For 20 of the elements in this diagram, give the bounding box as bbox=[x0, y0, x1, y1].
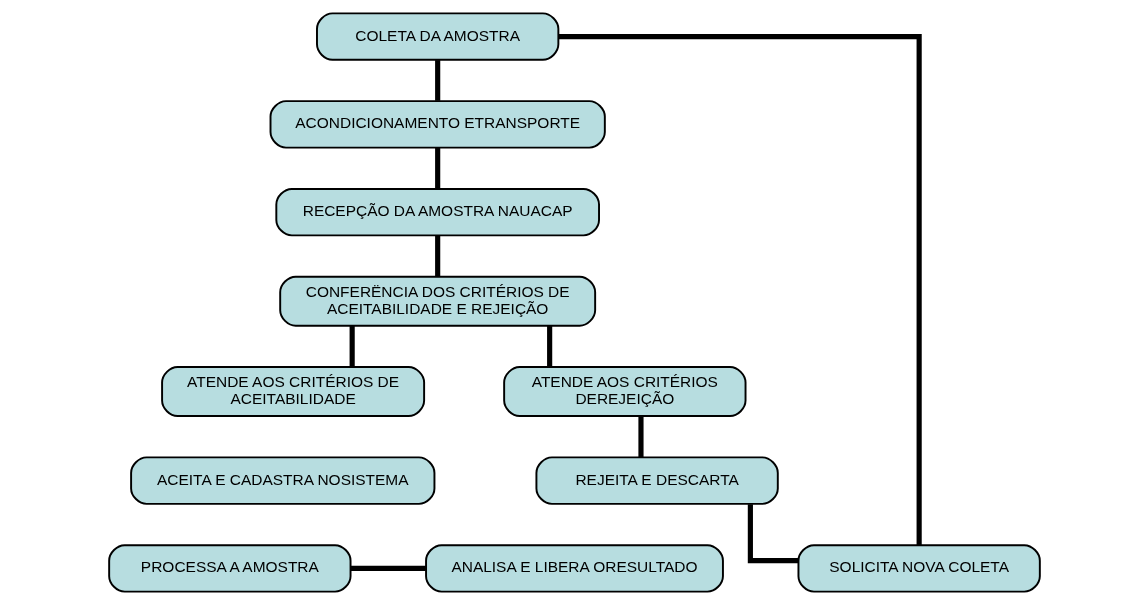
connector bbox=[637, 416, 644, 458]
connector bbox=[434, 147, 440, 189]
connector bbox=[747, 504, 798, 564]
node-box: SOLICITA NOVA COLETA bbox=[797, 544, 1041, 593]
connector bbox=[350, 565, 426, 571]
node-box: ACONDICIONAMENTO ETRANSPORTE bbox=[269, 100, 606, 149]
connector bbox=[546, 325, 552, 367]
node-box: COLETA DA AMOSTRA bbox=[315, 12, 559, 61]
node-box: ACEITA E CADASTRA NOSISTEMA bbox=[129, 456, 435, 505]
node-box: REJEITA E DESCARTA bbox=[534, 456, 779, 505]
node-box: ATENDE AOS CRITÉRIOS DEREJEIÇÃO bbox=[502, 366, 746, 418]
connector bbox=[434, 235, 440, 277]
node-box: CONFERËNCIA DOS CRITÉRIOS DE ACEITABILIDADE E REJEIÇÃO bbox=[278, 275, 596, 327]
node-box: ANALISA E LIBERA ORESULTADO bbox=[424, 544, 724, 593]
connector bbox=[558, 34, 922, 545]
node-box: ATENDE AOS CRITÉRIOS DE ACEITABILIDADE bbox=[160, 366, 425, 418]
connector bbox=[349, 325, 355, 367]
node-box: RECEPÇÃO DA AMOSTRA NAUACAP bbox=[274, 187, 600, 237]
connector bbox=[434, 60, 440, 101]
node-box: PROCESSA A AMOSTRA bbox=[107, 544, 351, 593]
